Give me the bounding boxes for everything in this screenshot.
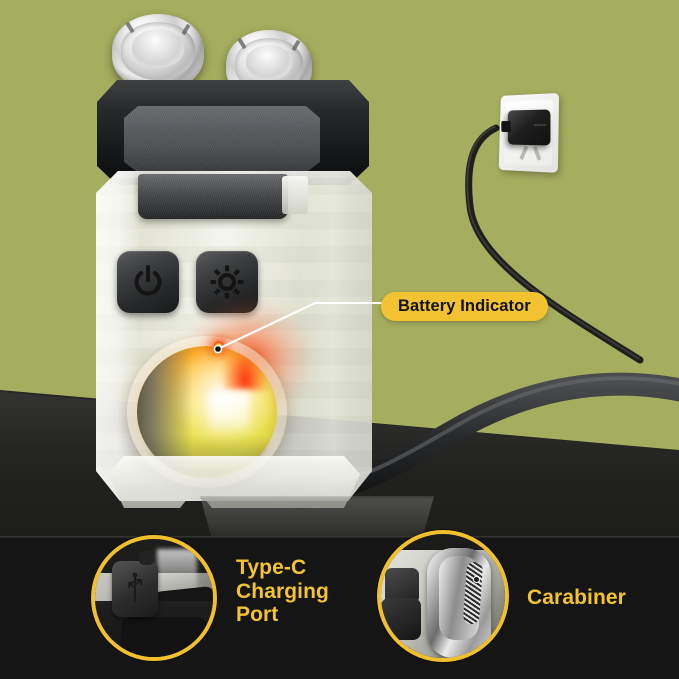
usb-power-adapter: ▭▭▭ <box>507 109 551 146</box>
type-c-label-line-1: Type-C <box>236 556 307 579</box>
bezel-inner <box>132 29 184 68</box>
battery-indicator-led <box>214 341 224 351</box>
reflector-bezel-left <box>112 14 204 92</box>
inset-dark-top <box>381 534 505 550</box>
carabiner-label: Carabiner <box>527 586 626 609</box>
socket-live-slot <box>519 145 529 161</box>
power-icon <box>117 251 179 313</box>
socket-neutral-slot <box>532 145 542 161</box>
carabiner-anchor-point <box>473 576 480 583</box>
panel-top-edge <box>0 536 679 539</box>
bezel-inner <box>246 45 292 80</box>
carabiner-inset-art <box>381 534 505 658</box>
power-button[interactable] <box>117 251 179 313</box>
type-c-label-line-3: Port <box>236 603 279 626</box>
battery-indicator-callout-badge: Battery Indicator <box>381 292 548 321</box>
usb-port-inset <box>91 535 217 661</box>
adapter-cable-plug <box>501 120 511 133</box>
clip-body <box>121 617 207 657</box>
usb-icon <box>123 572 147 604</box>
head-textured-plate <box>124 106 320 174</box>
cover-nub <box>139 551 154 565</box>
type-c-port-label: Type-C Charging Port <box>236 556 329 627</box>
brightness-button[interactable] <box>196 251 258 313</box>
type-c-label-line-2: Charging <box>236 579 329 603</box>
carabiner-inset <box>377 530 509 662</box>
cob-hotspot <box>223 346 267 390</box>
clip-tab <box>282 176 308 214</box>
brightness-sun-icon <box>196 251 258 313</box>
adapter-brand-mark: ▭▭▭ <box>534 121 547 127</box>
cob-specular-highlight <box>209 392 249 430</box>
clip-block-lower <box>381 598 421 640</box>
keychain-work-light <box>86 8 434 554</box>
belt-clip-bar <box>138 174 288 219</box>
usb-port-inset-art <box>95 539 213 657</box>
